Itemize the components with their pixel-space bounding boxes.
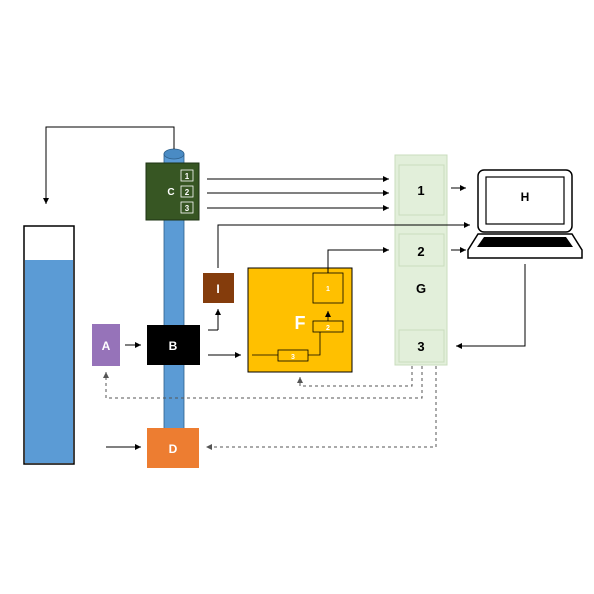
box-i-label: I	[216, 282, 219, 296]
c-port-3-label: 3	[185, 204, 190, 213]
f-part-3-label: 3	[291, 354, 295, 361]
laptop-keyboard	[477, 237, 573, 247]
c-port-2-label: 2	[185, 188, 190, 197]
tank	[23, 225, 75, 465]
box-a: A	[92, 324, 120, 366]
box-c-label: C	[167, 187, 174, 198]
box-i: I	[203, 273, 234, 303]
g-slot-1-label: 1	[417, 183, 424, 198]
c-port-3	[180, 201, 194, 214]
g-slot-3	[398, 329, 445, 363]
box-f-label: F	[295, 313, 306, 333]
c-port-2	[180, 185, 194, 198]
arrow-i-h	[217, 222, 470, 268]
dashed-g-a	[103, 366, 423, 399]
box-a-label: A	[102, 339, 111, 353]
g-slot-1	[398, 164, 445, 216]
laptop-display	[485, 176, 565, 225]
tank-water	[25, 260, 73, 463]
box-g-label: G	[416, 281, 426, 296]
box-b-label: B	[169, 339, 178, 353]
f-part-1-label: 1	[326, 286, 330, 293]
g-slot-3-label: 3	[417, 339, 424, 354]
dashed-connectors	[103, 366, 437, 450]
f-part-3	[277, 349, 309, 362]
box-b: B	[147, 325, 200, 365]
laptop-h: H	[467, 169, 583, 259]
c-port-1	[180, 169, 194, 182]
g-slot-2	[398, 233, 445, 267]
return-line	[43, 126, 175, 204]
column-top	[163, 148, 185, 160]
box-c: C 1 2 3	[145, 162, 200, 221]
dashed-g-d	[206, 366, 437, 450]
f-part-2-label: 2	[326, 325, 330, 332]
connectors	[106, 176, 526, 450]
laptop-label: H	[521, 190, 530, 204]
arrow-h-g3	[456, 264, 526, 349]
g-slot-2-label: 2	[417, 244, 424, 259]
box-f: F 1 2 3	[247, 267, 353, 373]
arrow-f-g2	[327, 247, 389, 273]
box-d: D	[147, 428, 199, 468]
box-g: 1 2 G 3	[394, 154, 448, 366]
box-d-label: D	[169, 442, 178, 456]
f-inner-line-b	[308, 332, 321, 356]
c-port-1-label: 1	[185, 172, 190, 181]
